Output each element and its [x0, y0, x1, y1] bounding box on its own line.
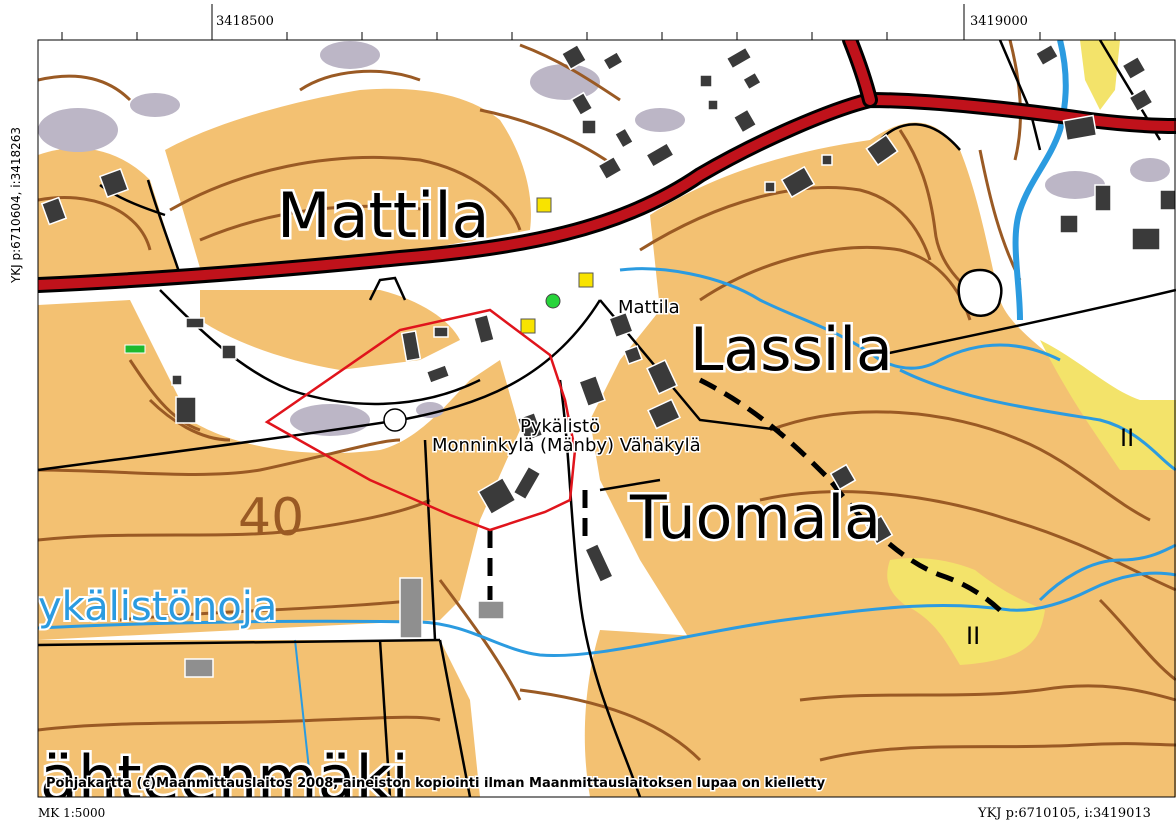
land-class-label: II: [966, 622, 980, 650]
water-features: [38, 40, 1176, 797]
contour-lines: [38, 40, 1176, 762]
marker-yellow-square[interactable]: [520, 318, 536, 334]
place-label-village: Monninkylä (Mänby) Vähäkylä: [432, 435, 701, 456]
place-label-mattila-small: Mattila: [618, 297, 680, 318]
site-boundary-polygon[interactable]: [264, 308, 577, 532]
hill-label: ähteenmäki: [40, 742, 409, 815]
road-end-circle: [383, 408, 407, 432]
marker-yellow-square[interactable]: [536, 197, 552, 213]
land-class-label: II: [1120, 424, 1134, 452]
map-border: [37, 39, 1176, 798]
path-dashed: [487, 377, 1007, 617]
bottom-right-coordinate-label: YKJ p:6710105, i:3419013: [978, 806, 1151, 821]
copyright-notice: Pohjakartta (c)Maanmittauslaitos 2008, a…: [46, 776, 826, 791]
marker-yellow-square[interactable]: [578, 272, 594, 288]
place-label-lassila: Lassila: [690, 315, 893, 385]
markers[interactable]: [124, 197, 594, 354]
place-label-pykalisto: Pykälistö: [520, 416, 600, 437]
place-label-tuomala: Tuomala: [629, 483, 881, 553]
rock-outcrops: [38, 41, 1170, 436]
place-label-mattila-large: Mattila: [277, 179, 490, 252]
top-tick-label-left: 3418500: [216, 14, 274, 29]
elevation-label: 40: [238, 488, 304, 548]
minor-roads: [38, 40, 1176, 797]
stream-label: ykälistönoja: [38, 584, 277, 630]
scale-label: MK 1:5000: [38, 806, 106, 820]
top-tick-label-right: 3419000: [970, 14, 1028, 29]
junction-shape: [368, 276, 407, 301]
buildings: [40, 43, 1176, 678]
main-road: [38, 40, 1176, 293]
road-loop: [957, 268, 1003, 317]
marker-green-circle[interactable]: [545, 293, 561, 309]
marker-green-bar[interactable]: [124, 344, 146, 354]
top-ticks: [61, 4, 1116, 40]
